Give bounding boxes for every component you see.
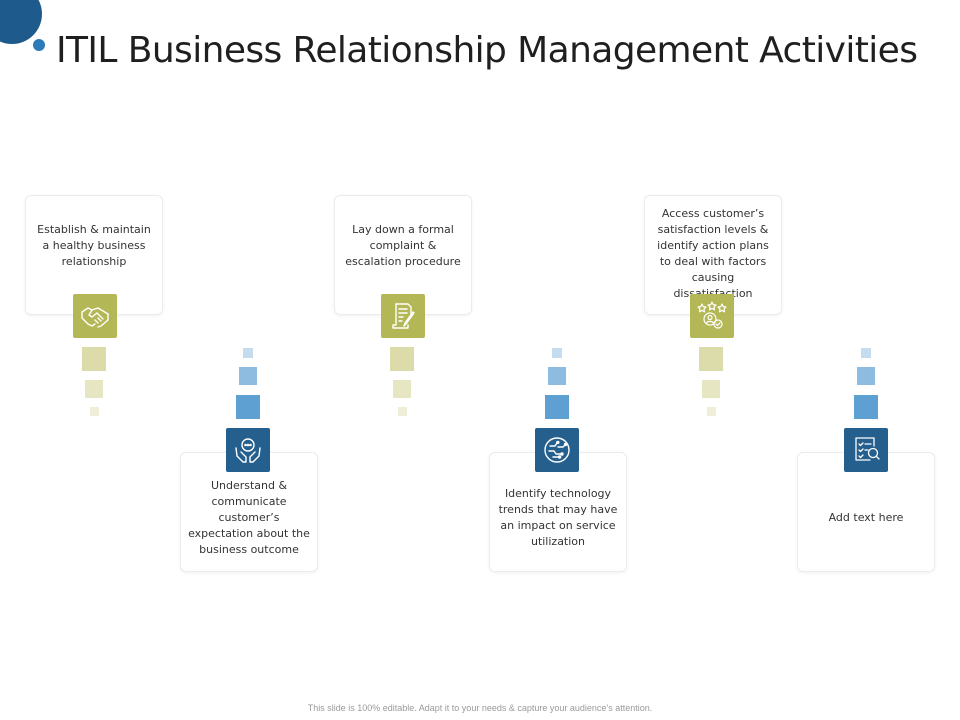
step-card-6: Add text here — [797, 452, 935, 572]
step-icon-tile-5 — [690, 294, 734, 338]
rating-user-icon — [697, 301, 727, 329]
step-text-6: Add text here — [828, 511, 904, 524]
step-text-5: Access customer’s satisfaction levels & … — [657, 207, 769, 300]
slide-title: ITIL Business Relationship Management Ac… — [56, 30, 918, 71]
checklist-search-icon — [855, 437, 880, 461]
connector-square — [861, 348, 871, 358]
connector-square — [702, 380, 720, 398]
step-card-4: Identify technology trends that may have… — [489, 452, 627, 572]
connector-square — [390, 347, 414, 371]
step-text-4: Identify technology trends that may have… — [498, 487, 618, 548]
slide-footer-note: This slide is 100% editable. Adapt it to… — [307, 703, 653, 713]
title-dot-decoration — [33, 39, 45, 51]
corner-circle-decoration — [0, 0, 42, 44]
step-icon-tile-4 — [535, 428, 579, 472]
connector-square — [548, 367, 566, 385]
connector-square — [236, 395, 260, 419]
step-icon-tile-3 — [381, 294, 425, 338]
connector-square — [707, 407, 716, 416]
step-text-1: Establish & maintain a healthy business … — [37, 223, 151, 268]
connector-square — [699, 347, 723, 371]
connector-square — [243, 348, 253, 358]
connector-square — [393, 380, 411, 398]
step-text-2: Understand & communicate customer’s expe… — [188, 479, 310, 556]
connector-square — [239, 367, 257, 385]
handshake-icon — [81, 307, 109, 328]
document-pen-icon — [392, 303, 415, 329]
connector-square — [82, 347, 106, 371]
connector-square — [85, 380, 103, 398]
connector-square — [545, 395, 569, 419]
step-icon-tile-6 — [844, 428, 888, 472]
hands-bubble-icon — [235, 438, 261, 463]
step-text-3: Lay down a formal complaint & escalation… — [345, 223, 461, 268]
connector-square — [90, 407, 99, 416]
connector-square — [398, 407, 407, 416]
connector-square — [552, 348, 562, 358]
tech-brain-icon — [544, 437, 570, 463]
step-icon-tile-1 — [73, 294, 117, 338]
connector-square — [854, 395, 878, 419]
connector-square — [857, 367, 875, 385]
step-icon-tile-2 — [226, 428, 270, 472]
